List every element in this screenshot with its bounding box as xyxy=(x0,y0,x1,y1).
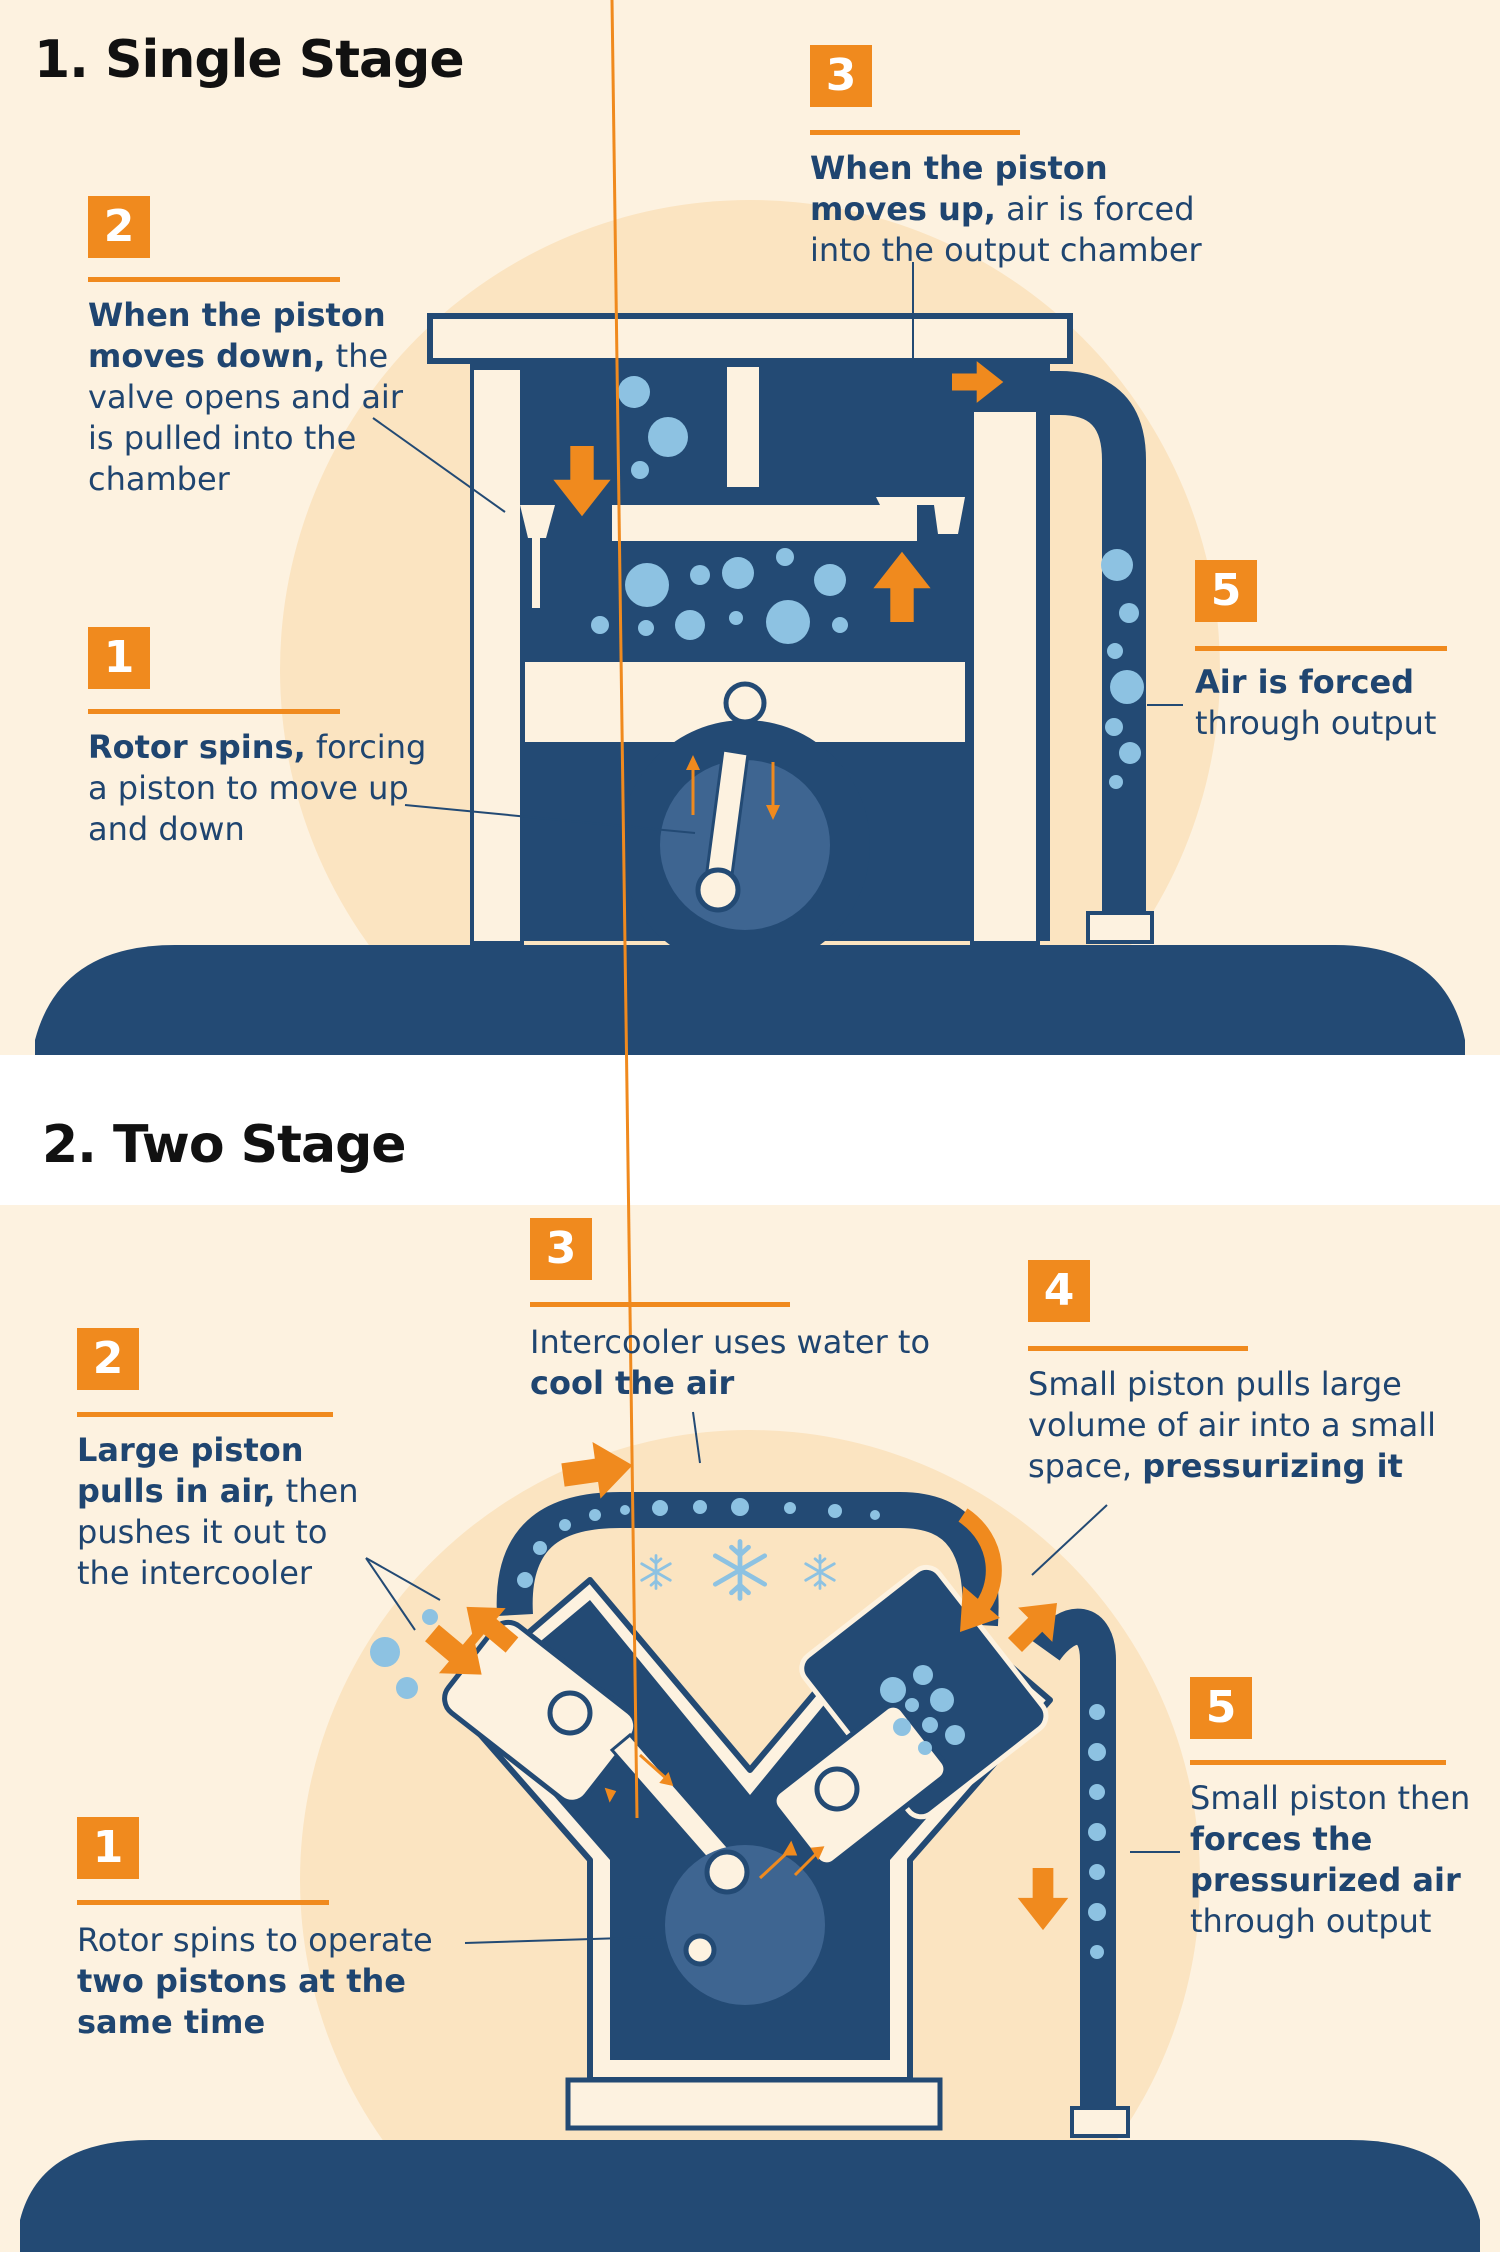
step-number: 2 xyxy=(88,196,150,258)
single-stage-illustration xyxy=(35,200,1465,1140)
section-title: 1. Single Stage xyxy=(34,30,465,90)
step-number: 5 xyxy=(1190,1677,1252,1739)
output-pipe xyxy=(1040,371,1146,918)
step-rule xyxy=(1195,646,1447,651)
step-text: Small piston pulls large volume of air i… xyxy=(1028,1365,1437,1485)
step-description: When the piston moves down, the valve op… xyxy=(88,295,408,500)
step-number: 3 xyxy=(530,1218,592,1280)
step-emphasis: Rotor spins, xyxy=(88,728,306,766)
crank-pin xyxy=(695,867,741,913)
step-description: Air is forced through output xyxy=(1195,662,1485,744)
two-stage-base xyxy=(20,2140,1480,2252)
output-base xyxy=(1070,2106,1130,2138)
step-emphasis: Large piston pulls in air, xyxy=(77,1431,304,1510)
step-text: air is forced into the output chamber xyxy=(810,190,1202,269)
step-emphasis: forces the pressurized air xyxy=(1190,1820,1461,1899)
step-emphasis: When the piston moves down, xyxy=(88,296,386,375)
right-frame-post xyxy=(970,408,1040,945)
step-rule xyxy=(88,709,340,714)
piston-plate xyxy=(612,505,917,541)
step-text: through output xyxy=(1190,1902,1432,1940)
down-arrow-head xyxy=(766,805,780,820)
small-piston-head xyxy=(771,1702,949,1868)
step-rule xyxy=(77,1900,329,1905)
step-description: Rotor spins to operate two pistons at th… xyxy=(77,1920,457,2043)
step-description: Intercooler uses water to cool the air xyxy=(530,1322,930,1404)
section-divider xyxy=(0,1055,1500,1205)
step-rule xyxy=(88,277,340,282)
small-piston-pin xyxy=(814,1766,860,1812)
step-text: then pushes it out to the intercooler xyxy=(77,1472,359,1592)
step-emphasis: cool the air xyxy=(530,1364,735,1402)
crank-pin xyxy=(683,1933,717,1967)
step-rule xyxy=(77,1412,333,1417)
section-title: 2. Two Stage xyxy=(42,1115,407,1175)
air-bubbles xyxy=(370,1498,1106,1959)
single-stage-base xyxy=(35,945,1465,1055)
step-emphasis: two pistons at the same time xyxy=(77,1962,406,2041)
curved-arrow-head xyxy=(960,1586,1000,1632)
large-piston-pin xyxy=(547,1690,593,1736)
step-number: 5 xyxy=(1195,560,1257,622)
step-text: forcing a piston to move up and down xyxy=(88,728,427,848)
step-description: When the piston moves up, air is forced … xyxy=(810,148,1230,271)
step-rule xyxy=(810,130,1020,135)
arrow-icon xyxy=(958,1508,1002,1618)
step-number: 2 xyxy=(77,1328,139,1390)
output-valve xyxy=(876,497,965,534)
step-rule xyxy=(1190,1760,1446,1765)
step-text: Rotor spins to operate xyxy=(77,1921,433,1959)
step-number: 3 xyxy=(810,45,872,107)
step-emphasis: When the piston moves up, xyxy=(810,149,1108,228)
wrist-pin xyxy=(723,681,767,725)
step-text: Small piston then xyxy=(1190,1779,1471,1817)
intake-valve-stem xyxy=(532,538,540,608)
housing-base xyxy=(565,2077,943,2131)
crank-pin xyxy=(704,1849,750,1895)
air-bubbles xyxy=(591,376,1144,789)
step-text: the valve opens and air is pulled into t… xyxy=(88,337,403,498)
step-description: Small piston then forces the pressurized… xyxy=(1190,1778,1490,1942)
step-rule xyxy=(530,1302,790,1307)
up-arrow-head xyxy=(686,755,700,770)
small-arrows xyxy=(604,0,825,1880)
step-emphasis: pressurizing it xyxy=(1142,1447,1403,1485)
step-description: Small piston pulls large volume of air i… xyxy=(1028,1364,1468,1487)
step-number: 4 xyxy=(1028,1260,1090,1322)
step-number: 1 xyxy=(77,1817,139,1879)
step-emphasis: Air is forced xyxy=(1195,663,1415,701)
step-text: Intercooler uses water to xyxy=(530,1323,931,1361)
chamber-divider xyxy=(727,367,759,487)
step-description: Large piston pulls in air, then pushes i… xyxy=(77,1430,377,1594)
two-stage-illustration xyxy=(20,0,1480,2252)
left-frame-post xyxy=(470,366,524,945)
top-cap xyxy=(427,313,1073,364)
leader-lines xyxy=(372,262,1183,834)
leader-lines xyxy=(365,1411,1180,1944)
step-number: 1 xyxy=(88,627,150,689)
step-description: Rotor spins, forcing a piston to move up… xyxy=(88,727,428,850)
output-base xyxy=(1086,911,1154,944)
step-rule xyxy=(1028,1346,1248,1351)
intake-valve xyxy=(520,505,555,538)
output-pipe xyxy=(1030,1608,1116,2110)
step-text: through output xyxy=(1195,704,1437,742)
